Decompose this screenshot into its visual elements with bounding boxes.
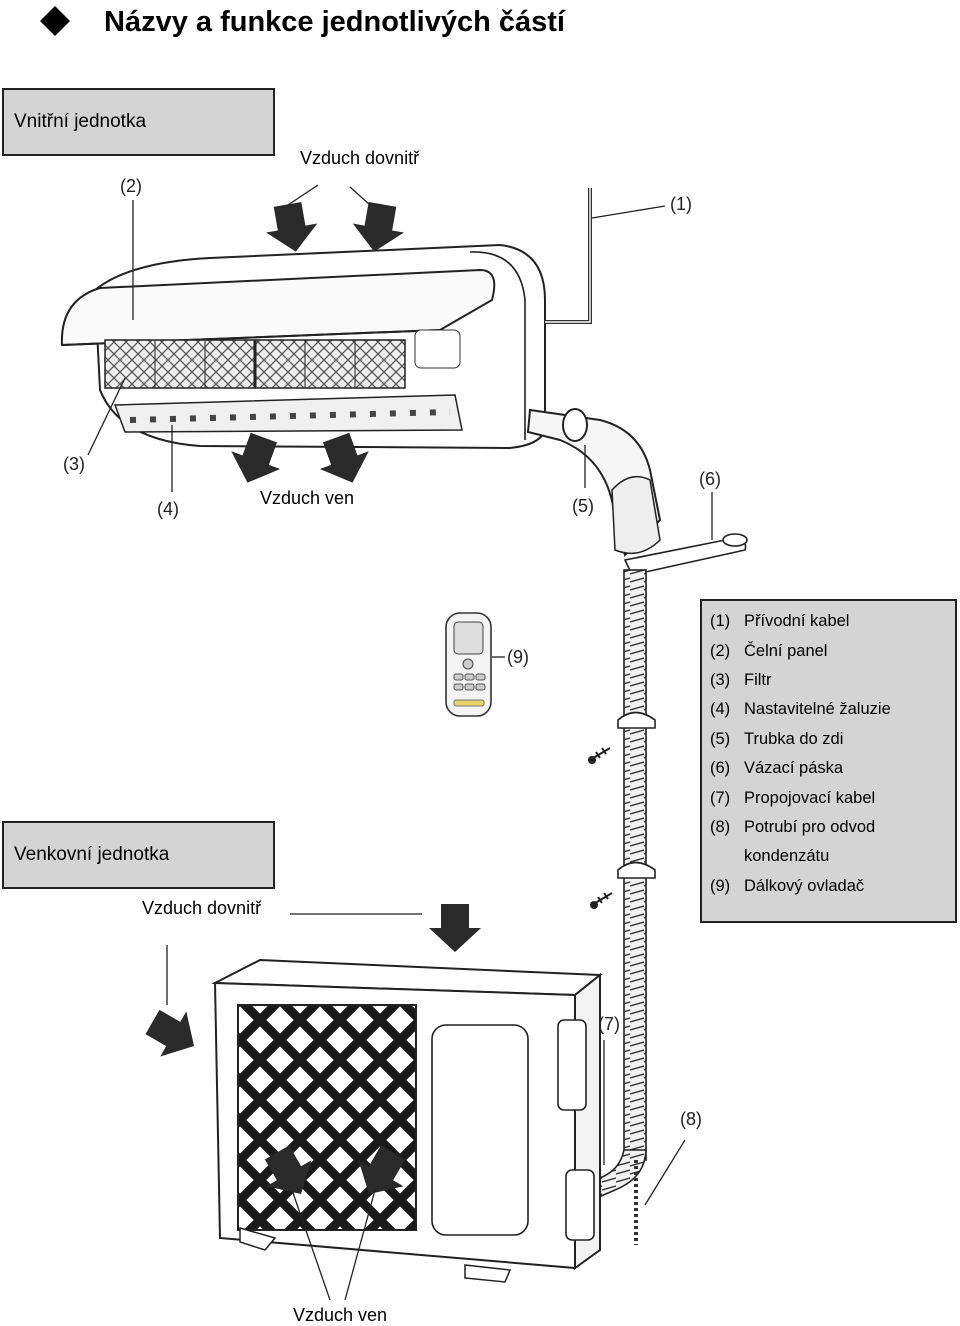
wall-pipe bbox=[526, 408, 662, 557]
callout-5: (5) bbox=[572, 496, 594, 516]
legend-item: (9)Dálkový ovladač bbox=[710, 876, 865, 895]
legend-item-continuation: kondenzátu bbox=[744, 847, 830, 866]
front-panel bbox=[60, 268, 496, 347]
power-cable bbox=[545, 188, 592, 324]
outdoor-unit bbox=[139, 904, 603, 1283]
legend-item: (7)Propojovací kabel bbox=[710, 788, 876, 807]
legend-item: (4)Nastavitelné žaluzie bbox=[710, 700, 891, 719]
diamond-bullet-icon bbox=[40, 6, 70, 36]
callout-7: (7) bbox=[598, 1014, 620, 1034]
callout-4: (4) bbox=[157, 499, 179, 519]
legend-item: (5)Trubka do zdi bbox=[710, 729, 844, 748]
legend-item: (1)Přívodní kabel bbox=[710, 612, 850, 631]
callout-9: (9) bbox=[507, 647, 529, 667]
callout-1: (1) bbox=[670, 194, 692, 214]
legend-item: (6)Vázací páska bbox=[710, 759, 844, 778]
legend-item: (2)Čelní panel bbox=[710, 641, 828, 660]
callout-3: (3) bbox=[63, 454, 85, 474]
outdoor-air-out-label: Vzduch ven bbox=[293, 1305, 388, 1325]
indoor-air-in-label: Vzduch dovnitř bbox=[300, 148, 420, 168]
indoor-unit bbox=[60, 184, 546, 492]
parts-legend: (1)Přívodní kabel (2)Čelní panel (3)Filt… bbox=[700, 599, 957, 923]
callout-6: (6) bbox=[699, 469, 721, 489]
remote-control bbox=[445, 612, 492, 717]
page-title: Názvy a funkce jednotlivých částí bbox=[104, 6, 565, 38]
indoor-unit-label: Vnitřní jednotka bbox=[2, 88, 275, 156]
callout-2: (2) bbox=[120, 176, 142, 196]
callout-8: (8) bbox=[680, 1109, 702, 1129]
outdoor-air-in-label: Vzduch dovnitř bbox=[142, 898, 262, 918]
outdoor-unit-label: Venkovní jednotka bbox=[2, 821, 275, 889]
legend-item: (8)Potrubí pro odvod bbox=[710, 817, 876, 836]
screw-icon bbox=[590, 892, 613, 909]
indoor-air-out-label: Vzduch ven bbox=[260, 488, 355, 508]
adjustable-louvers bbox=[113, 394, 463, 433]
fan-grille bbox=[237, 1004, 417, 1231]
legend-item: (3)Filtr bbox=[710, 670, 772, 689]
screw-icon bbox=[588, 747, 611, 764]
